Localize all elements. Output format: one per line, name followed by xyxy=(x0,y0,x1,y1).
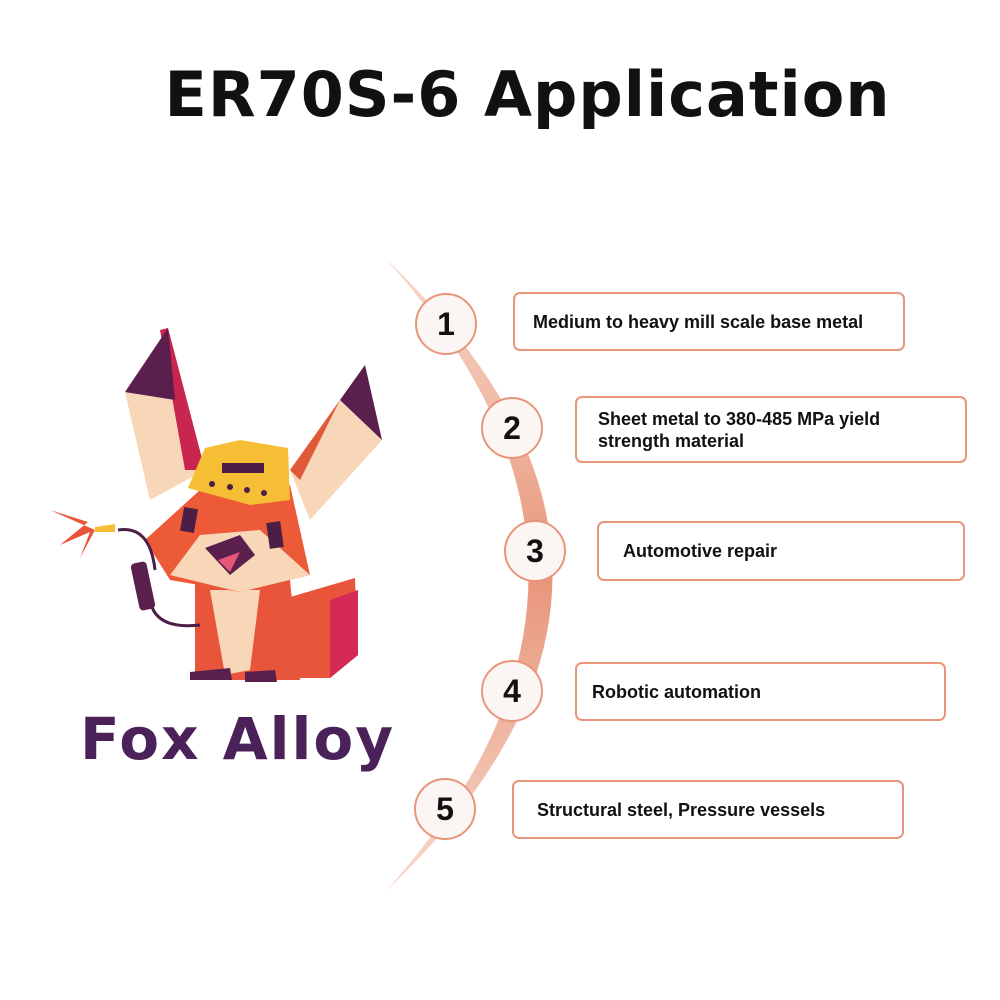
step-number-4: 4 xyxy=(481,660,543,722)
step-number-3: 3 xyxy=(504,520,566,582)
application-item-1: Medium to heavy mill scale base metal xyxy=(513,292,905,351)
fox-mascot-illustration xyxy=(50,328,382,682)
application-item-2: Sheet metal to 380-485 MPa yield strengt… xyxy=(575,396,967,463)
brand-logo-text: Fox Alloy xyxy=(80,705,396,773)
step-number-1: 1 xyxy=(415,293,477,355)
step-number-5: 5 xyxy=(414,778,476,840)
application-item-5: Structural steel, Pressure vessels xyxy=(512,780,904,839)
page-title: ER70S-6 Application xyxy=(164,58,891,131)
application-item-4: Robotic automation xyxy=(575,662,946,721)
step-number-2: 2 xyxy=(481,397,543,459)
application-item-3: Automotive repair xyxy=(597,521,965,581)
